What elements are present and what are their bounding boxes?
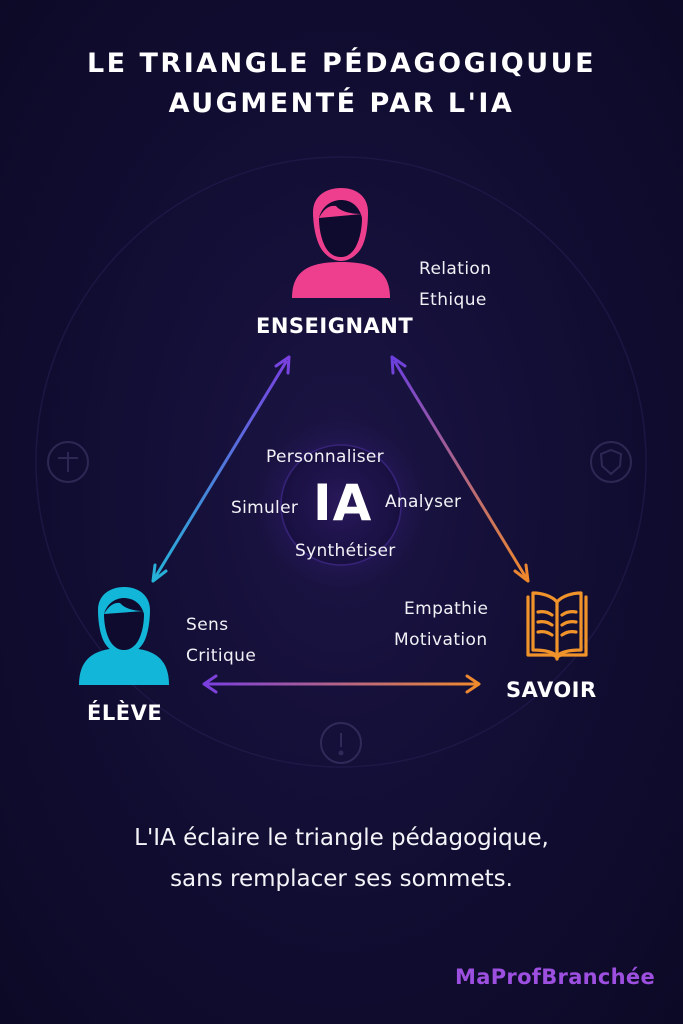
warning-icon [320, 722, 362, 764]
ia-verb-analyser: Analyser [385, 492, 462, 512]
teacher-note-relation: Relation [419, 259, 492, 279]
brand-logo-text: MaProfBranchée [455, 965, 655, 989]
student-note-sens: Sens [186, 615, 229, 635]
caption-line-2: sans remplacer ses sommets. [170, 866, 513, 892]
open-book-icon [526, 591, 588, 661]
caption: L'IA éclaire le triangle pédagogique, sa… [0, 818, 683, 900]
ia-verb-synthetiser: Synthétiser [295, 541, 396, 561]
caption-line-1: L'IA éclaire le triangle pédagogique, [134, 825, 549, 851]
ia-core-circle [280, 444, 402, 566]
scale-icon [47, 441, 89, 483]
background-circle [35, 156, 647, 768]
arrow-teacher-knowledge [390, 355, 530, 583]
arrow-student-knowledge [202, 674, 481, 694]
knowledge-note-motivation: Motivation [394, 630, 488, 650]
teacher-label: ENSEIGNANT [256, 314, 414, 338]
page-title: LE TRIANGLE PÉDAGOGIQUUE AUGMENTÉ PAR L'… [0, 44, 683, 124]
shield-icon [590, 441, 632, 483]
ia-verb-simuler: Simuler [231, 498, 299, 518]
arrow-teacher-student [151, 355, 291, 583]
student-label: ÉLÈVE [87, 701, 163, 725]
ia-label: IA [313, 474, 373, 532]
teacher-note-ethique: Ethique [419, 290, 487, 310]
knowledge-label: SAVOIR [506, 678, 597, 702]
title-line-2: AUGMENTÉ PAR L'IA [168, 88, 515, 119]
title-line-1: LE TRIANGLE PÉDAGOGIQUUE [86, 48, 597, 79]
ia-verb-personnaliser: Personnaliser [266, 447, 384, 467]
knowledge-note-empathie: Empathie [404, 599, 489, 619]
student-note-critique: Critique [186, 646, 257, 666]
